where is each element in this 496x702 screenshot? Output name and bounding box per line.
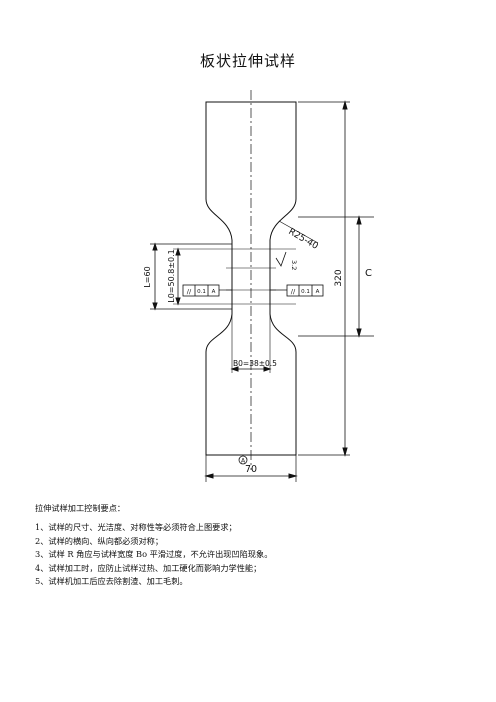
tolerance-frame-right: [270, 284, 324, 297]
radius-label: R25-40: [287, 227, 320, 252]
roughness-symbol: [275, 251, 287, 267]
parallel-length-label: L=60: [143, 266, 152, 287]
tolerance-left-datum: A: [212, 289, 216, 295]
notes-heading: 拉伸试样加工控制要点：: [35, 503, 126, 513]
note-item: 1、试样的尺寸、光洁度、对称性等必须符合上图要求；: [35, 522, 237, 533]
note-item: 4、试样加工时，应防止试样过热、加工硬化而影响力学性能；: [35, 562, 262, 573]
tolerance-right-value: 0.1: [301, 289, 310, 295]
section-c-label: C: [365, 268, 372, 279]
gauge-length-label: L0=50.8±0.1: [167, 249, 176, 303]
grip-width-label: 70: [245, 464, 257, 475]
document-title: 板状拉伸试样: [199, 52, 296, 70]
tolerance-right-datum: A: [316, 289, 320, 295]
tolerance-frame-left: [182, 284, 232, 297]
total-length-label: 320: [334, 269, 344, 286]
note-item: 5、试样机加工后应去除割渣、加工毛刺。: [35, 576, 188, 587]
datum-label: A: [241, 458, 246, 465]
machining-notes: 拉伸试样加工控制要点： 1、试样的尺寸、光洁度、对称性等必须符合上图要求； 2、…: [35, 502, 272, 588]
tolerance-left-value: 0.1: [197, 289, 206, 295]
tolerance-left-symbol: //: [187, 288, 192, 296]
note-item: 2、试样的横向、纵向都必须对称；: [35, 535, 164, 546]
tolerance-right-symbol: //: [291, 288, 296, 296]
datum-circle: [238, 455, 248, 465]
width-label: B0=38±0.5: [233, 359, 277, 368]
radius-leader: [278, 220, 319, 244]
note-item: 3、试样 R 角应与试样宽度 Bo 平滑过度，不允许出现凹陷现象。: [35, 549, 273, 560]
roughness-label: 3.2: [290, 260, 298, 270]
